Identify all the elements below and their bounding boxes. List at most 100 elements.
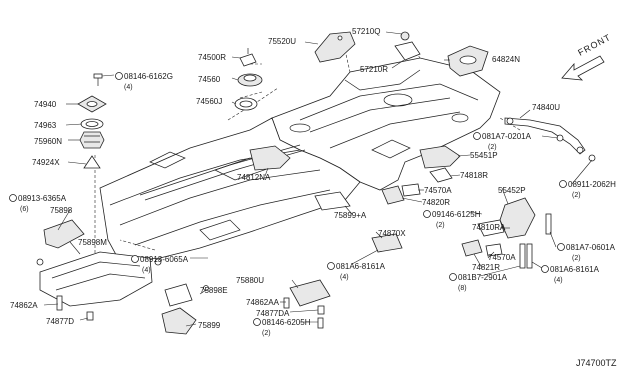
mount-74560: [237, 73, 263, 87]
bracket-75898E: [164, 283, 209, 307]
bolt-081B7-2901A: [519, 243, 533, 269]
bracket-57210R: [394, 31, 421, 61]
label-081A7-0601A: 081A7-0601A: [566, 243, 616, 252]
nut-74877DA: [317, 305, 325, 315]
label-74862A: 74862A: [10, 301, 38, 310]
qty-081A6-8161A: (4): [340, 274, 349, 281]
bracket-55451P: [419, 145, 461, 169]
bracket-74821R: [461, 239, 483, 257]
label-081B7-2901A: 081B7-2901A: [458, 273, 508, 282]
label-081A6-8161A-2: 081A6-8161A: [550, 265, 600, 274]
qty-08146-6205H: (2): [262, 330, 271, 337]
bracket-75899-A: [314, 191, 351, 211]
nut-08911-2062H: [588, 154, 596, 162]
bolt-symbol-icon: [327, 262, 335, 270]
front-label: FRONT: [576, 32, 612, 58]
bracket-75899: [161, 307, 197, 335]
nut-symbol-icon: [559, 180, 567, 188]
qty-081A6-8161A-2: (4): [554, 277, 563, 284]
front-arrow: FRONT: [561, 32, 613, 81]
bracket-74820R: [381, 185, 405, 205]
bolt-74862AA: [283, 297, 290, 309]
bracket-74818R: [429, 167, 453, 183]
label-75520U: 75520U: [268, 37, 296, 46]
label-75880U: 75880U: [236, 276, 264, 285]
label-08911-2062H: 08911-2062H: [568, 180, 616, 189]
qty-081A7-0601A: (2): [572, 255, 581, 262]
label-64824N: 64824N: [492, 55, 520, 64]
qty-09146-6125H: (2): [436, 222, 445, 229]
bolt-symbol-icon: [449, 273, 457, 281]
label-74877D: 74877D: [46, 317, 74, 326]
label-75898E: 75898E: [200, 286, 228, 295]
leader-lines: [43, 31, 593, 327]
label-74570A-2: 74570A: [488, 253, 516, 262]
qty-081B7-2901A: (8): [458, 285, 467, 292]
label-74560J: 74560J: [196, 97, 222, 106]
bolt-08146-6162G: [93, 73, 103, 86]
mount-74500R: [239, 48, 257, 67]
label-74818R: 74818R: [460, 171, 488, 180]
label-08146-6205H: 08146-6205H: [262, 318, 311, 327]
qty-08913-6365A: (6): [20, 206, 29, 213]
label-75898: 75898: [50, 206, 73, 215]
bolt-symbol-icon: [115, 72, 123, 80]
nut-symbol-icon: [9, 194, 17, 202]
qty-08913-6065A: (4): [142, 267, 151, 274]
label-75899-A: 75899+A: [334, 211, 367, 220]
qty-08146-6162G: (4): [124, 84, 133, 91]
label-75960N: 75960N: [34, 137, 62, 146]
label-75899: 75899: [198, 321, 221, 330]
bolt-symbol-icon: [541, 265, 549, 273]
label-74820R: 74820R: [422, 198, 450, 207]
bracket-74570A-2: [485, 243, 503, 257]
bolt-081A7-0601A: [545, 213, 552, 235]
label-08913-6065A: 08913-6065A: [140, 255, 189, 264]
cover-75898M: [39, 251, 153, 307]
label-57210R: 57210R: [360, 65, 388, 74]
bracket-75520U: [314, 31, 356, 63]
bar-74840U: [504, 117, 586, 155]
label-74870X: 74870X: [378, 229, 406, 238]
bolt-symbol-icon: [557, 243, 565, 251]
bolt-08146-6205H: [317, 317, 324, 329]
label-55451P: 55451P: [470, 151, 498, 160]
qty-08911-2062H: (2): [572, 192, 581, 199]
label-55452P: 55452P: [498, 186, 526, 195]
qty-081A7-0201A: (2): [488, 144, 497, 151]
label-75898M: 75898M: [78, 238, 107, 247]
label-081A6-8161A: 081A6-8161A: [336, 262, 386, 271]
nut-74877D: [86, 311, 94, 321]
label-74924X: 74924X: [32, 158, 60, 167]
cone-74924X: [83, 155, 101, 169]
label-74500R: 74500R: [198, 53, 226, 62]
bolt-symbol-icon: [473, 132, 481, 140]
bracket-64824N: [447, 45, 489, 77]
bracket-74812NA: [249, 145, 291, 171]
bracket-55452P: [499, 197, 536, 239]
bolt-symbol-icon: [253, 318, 261, 326]
part-labels: 75520U 57210Q 57210R 64824N 74500R 74560…: [9, 27, 616, 337]
label-09146-6125H: 09146-6125H: [432, 210, 481, 219]
label-081A7-0201A: 081A7-0201A: [482, 132, 532, 141]
nut-symbol-icon: [131, 255, 139, 263]
bracket-74870X: [371, 233, 403, 253]
plate-74940: [77, 95, 107, 113]
cover-75898: [43, 219, 85, 249]
label-74862AA: 74862AA: [246, 298, 280, 307]
diagram-code: J74700TZ: [576, 358, 617, 368]
ring-74963: [80, 118, 104, 130]
bolt-08913-6365A: [36, 258, 44, 266]
clip-08913-6065A: [154, 258, 162, 266]
boot-75960N: [79, 131, 105, 149]
label-74812NA: 74812NA: [237, 173, 271, 182]
bolt-symbol-icon: [423, 210, 431, 218]
label-74940: 74940: [34, 100, 57, 109]
label-74821R: 74821R: [472, 263, 500, 272]
bracket-74810RA: [477, 219, 505, 237]
label-74877DA: 74877DA: [256, 309, 290, 318]
ring-74560J: [234, 97, 258, 111]
bolt-74862A: [56, 295, 63, 311]
label-08913-6365A: 08913-6365A: [18, 194, 67, 203]
